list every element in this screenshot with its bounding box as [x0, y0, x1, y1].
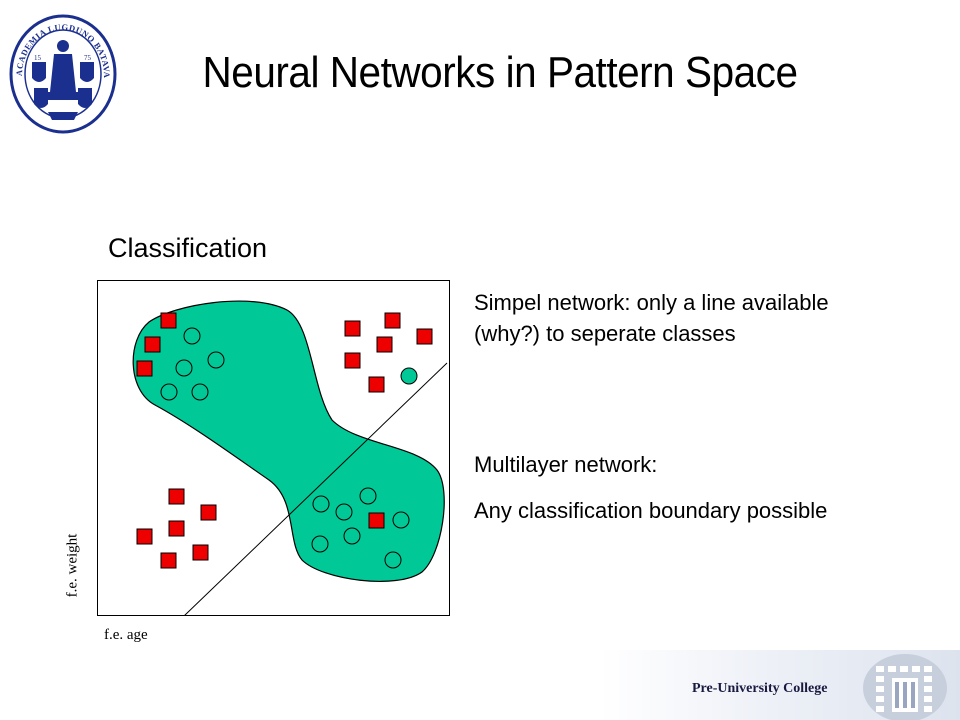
university-seal-logo: ACADEMIA LUGDUNO BATAVA LIBERTATIS PRAES…	[8, 12, 117, 134]
square-point	[344, 352, 361, 369]
footer-label: Pre-University College	[692, 681, 828, 696]
circle-point	[160, 383, 178, 401]
square-point	[136, 360, 153, 377]
square-point	[136, 528, 153, 545]
class-region	[132, 300, 445, 582]
square-point	[200, 504, 217, 521]
square-point	[160, 312, 177, 329]
circle-point	[191, 383, 209, 401]
square-point	[376, 336, 393, 353]
square-point	[416, 328, 433, 345]
circle-point	[312, 495, 330, 513]
circle-point	[335, 503, 353, 521]
circle-point	[359, 487, 377, 505]
pattern-space-diagram	[97, 280, 450, 616]
circle-point	[311, 535, 329, 553]
square-point	[168, 520, 185, 537]
square-point	[168, 488, 185, 505]
college-building-logo	[863, 654, 947, 720]
circle-point	[384, 551, 402, 569]
circle-point	[392, 511, 410, 529]
svg-text:75: 75	[84, 54, 92, 62]
square-point	[144, 336, 161, 353]
square-point	[344, 320, 361, 337]
linear-decision-boundary	[183, 362, 448, 616]
circle-point	[343, 527, 361, 545]
square-point	[160, 552, 177, 569]
square-point	[384, 312, 401, 329]
square-point	[192, 544, 209, 561]
slide-title: Neural Networks in Pattern Space	[202, 48, 798, 97]
filled-circle-point	[400, 367, 418, 385]
section-heading: Classification	[108, 233, 268, 263]
square-point	[368, 512, 385, 529]
y-axis-label: f.e. weight	[64, 533, 81, 598]
circle-point	[207, 351, 225, 369]
square-point	[368, 376, 385, 393]
circle-point	[183, 327, 201, 345]
circle-point	[175, 359, 193, 377]
simple-network-text: Simpel network: only a line available (w…	[474, 290, 829, 346]
multilayer-network-heading: Multilayer network:	[474, 452, 658, 477]
x-axis-label: f.e. age	[104, 627, 148, 643]
multilayer-network-text: Any classification boundary possible	[474, 498, 828, 523]
svg-text:15: 15	[34, 54, 42, 62]
